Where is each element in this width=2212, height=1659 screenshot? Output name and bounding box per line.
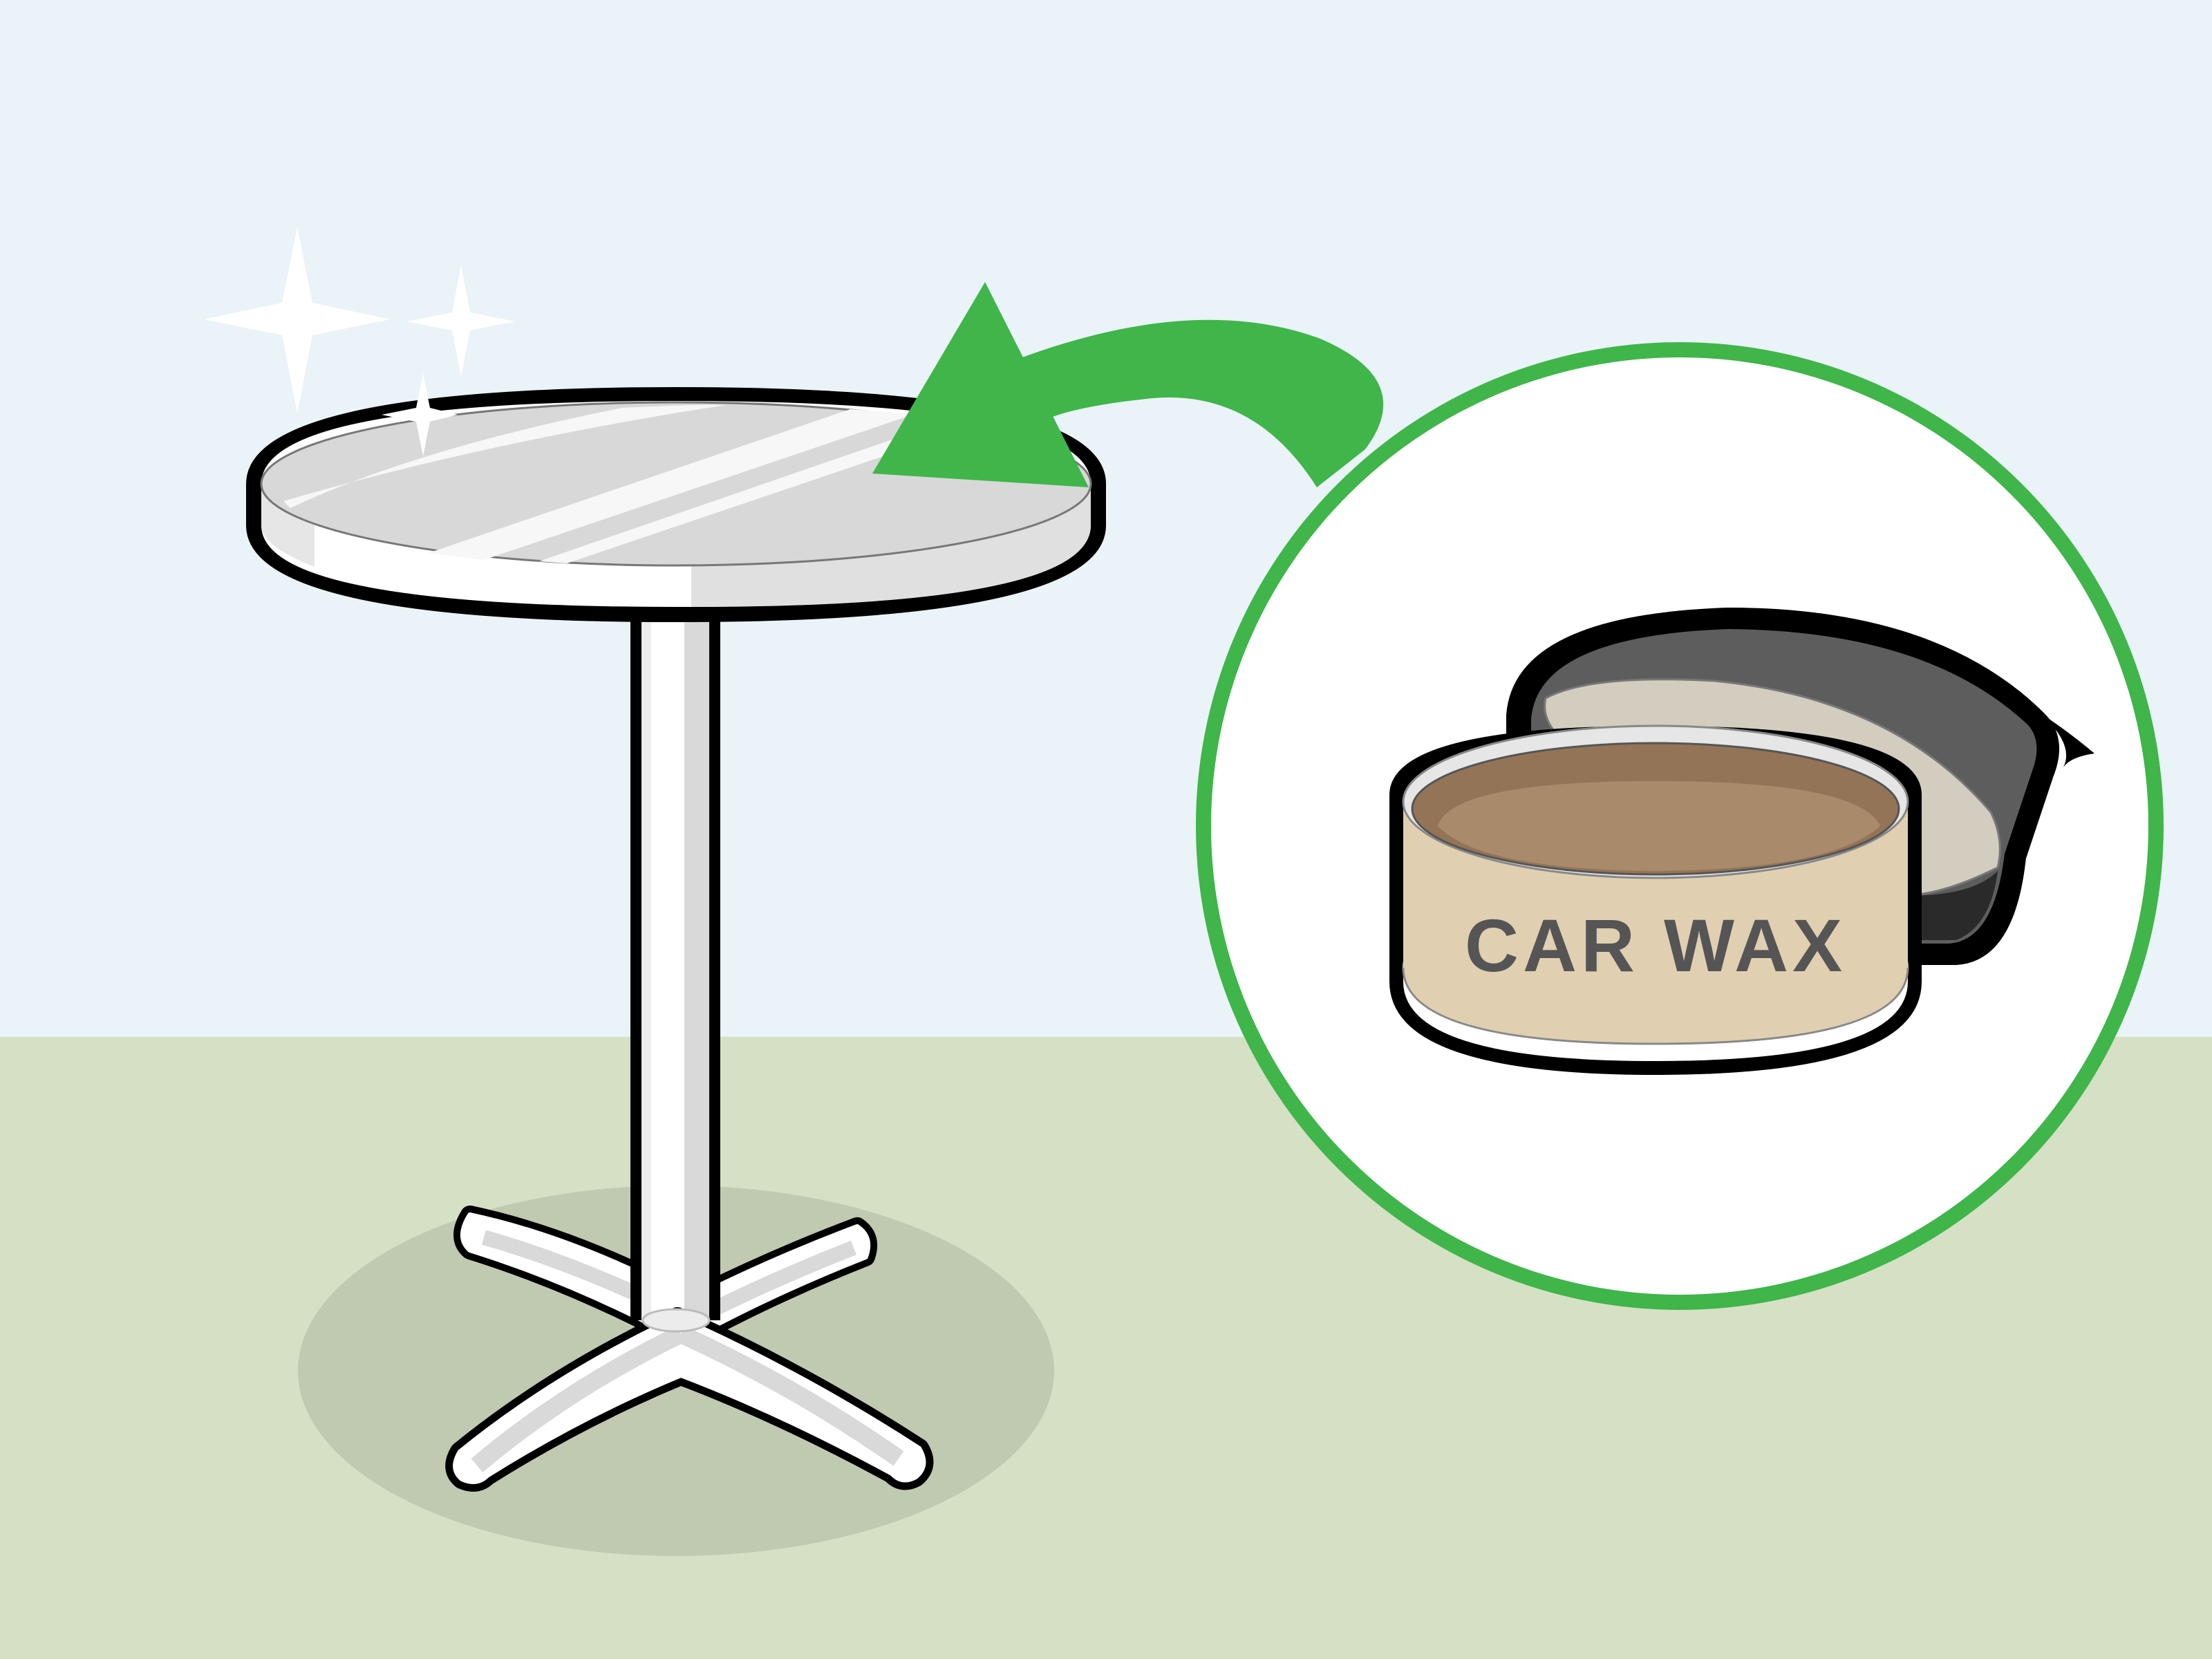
sparkle-small [382,373,458,456]
curved-arrow-icon [872,282,1384,487]
round-table-icon [246,387,1106,1492]
wax-tin-label: CAR WAX [1465,903,1846,987]
table-base-front-legs [445,1307,934,1492]
table-pole [630,601,720,1320]
arrow-shaft [999,319,1384,487]
arrow-head [872,282,1089,487]
sparkle-icon [204,227,515,456]
wax-tin-icon: CAR WAX [1389,608,2094,1075]
wax-tin-body: CAR WAX [1389,724,1922,1075]
sparkle-medium [406,265,515,377]
sparkle-large [204,227,391,413]
